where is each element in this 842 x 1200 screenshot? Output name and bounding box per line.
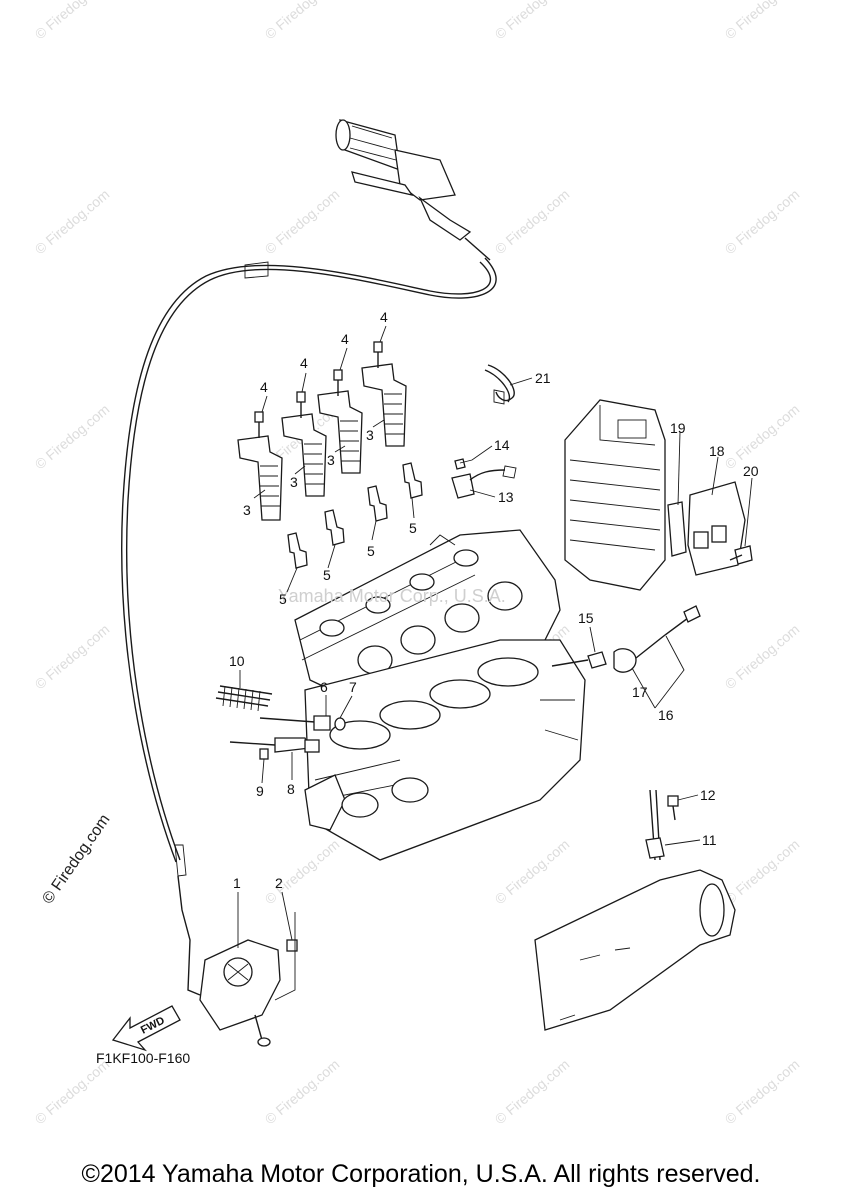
callout-12: 12 (700, 787, 716, 803)
callout-19: 19 (670, 420, 686, 436)
watermark-tile: © Firedog.com (722, 621, 803, 692)
callout-4: 4 (260, 379, 268, 395)
callout-4: 4 (341, 331, 349, 347)
watermark-tile: © Firedog.com (722, 1056, 803, 1127)
callout-5: 5 (409, 520, 417, 536)
ignition-coils (237, 341, 407, 521)
watermark-tile: © Firedog.com (722, 186, 803, 257)
callout-5: 5 (323, 567, 331, 583)
callouts: 1 2 3 3 3 3 4 4 4 4 5 5 5 5 6 7 8 9 10 1… (229, 309, 759, 891)
part-1-body (199, 939, 298, 1047)
watermark-tile: © Firedog.com (32, 0, 113, 42)
callout-15: 15 (578, 610, 594, 626)
callout-2: 2 (275, 875, 283, 891)
watermark-tile: © Firedog.com (32, 1056, 113, 1127)
callout-8: 8 (287, 781, 295, 797)
watermark-tile: © Firedog.com (262, 1056, 343, 1127)
watermark-tile: © Firedog.com (492, 186, 573, 257)
callout-4: 4 (380, 309, 388, 325)
watermark-tile: © Firedog.com (32, 186, 113, 257)
callout-10: 10 (229, 653, 245, 669)
engine-block (294, 529, 586, 861)
callout-14: 14 (494, 437, 510, 453)
center-watermark: Yamaha Motor Corp., U.S.A. (278, 586, 506, 606)
callout-16: 16 (658, 707, 674, 723)
callout-6: 6 (320, 679, 328, 695)
copyright-footer: ©2014 Yamaha Motor Corporation, U.S.A. A… (81, 1160, 761, 1188)
callout-5: 5 (367, 543, 375, 559)
manifold (534, 789, 736, 1031)
callout-3: 3 (366, 427, 374, 443)
watermark-tile: © Firedog.com (262, 186, 343, 257)
watermark-tile: © Firedog.com (262, 0, 343, 42)
leader-lines (237, 325, 753, 1001)
callout-13: 13 (498, 489, 514, 505)
callout-5: 5 (279, 591, 287, 607)
callout-3: 3 (243, 502, 251, 518)
throttle-grip (335, 119, 491, 261)
watermark-tile: © Firedog.com (492, 1056, 573, 1127)
part-13-sensor (451, 458, 517, 499)
callout-20: 20 (743, 463, 759, 479)
watermark-tile: © Firedog.com (32, 621, 113, 692)
callout-3: 3 (290, 474, 298, 490)
callout-7: 7 (349, 679, 357, 695)
part-16-sensor (551, 605, 701, 673)
side-watermark: © Firedog.com (39, 811, 113, 907)
callout-18: 18 (709, 443, 725, 459)
callout-11: 11 (702, 832, 717, 848)
callout-21: 21 (535, 370, 551, 386)
fwd-arrow: FWD (111, 1005, 181, 1052)
watermark-tile: © Firedog.com (722, 836, 803, 907)
part-21-lead (484, 364, 515, 405)
callout-4: 4 (300, 355, 308, 371)
diagram-code: F1KF100-F160 (96, 1050, 190, 1066)
watermark-tile: © Firedog.com (262, 836, 343, 907)
spark-plugs (287, 462, 423, 569)
watermark-tile: © Firedog.com (492, 0, 573, 42)
watermark-tile: © Firedog.com (32, 401, 113, 472)
throttle-cable (121, 257, 497, 996)
watermark-tile: © Firedog.com (492, 836, 573, 907)
ecu-module (564, 399, 753, 591)
callout-17: 17 (632, 684, 648, 700)
watermark-tile: © Firedog.com (722, 0, 803, 42)
callout-9: 9 (256, 783, 264, 799)
callout-3: 3 (327, 452, 335, 468)
watermark-tile: © Firedog.com (722, 401, 803, 472)
callout-1: 1 (233, 875, 241, 891)
